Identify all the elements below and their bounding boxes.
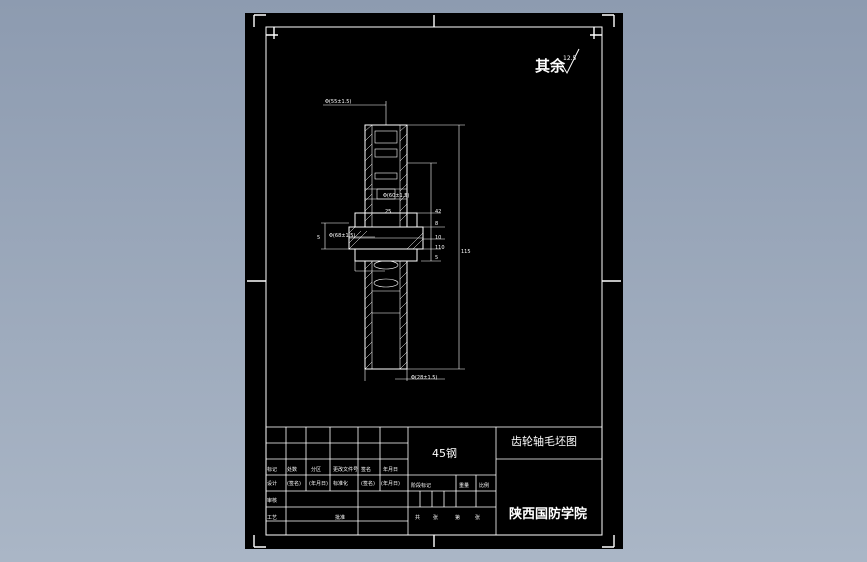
svg-text:处数: 处数	[287, 466, 297, 473]
svg-text:工艺: 工艺	[267, 515, 277, 521]
dim-bottom-diameter: Φ(28±1.5)	[411, 375, 437, 381]
svg-text:重量: 重量	[459, 482, 469, 489]
dim-top-diameter: Φ(55±1.5)	[325, 99, 351, 105]
svg-text:(年月日): (年月日)	[381, 480, 400, 487]
svg-text:(签名): (签名)	[361, 480, 375, 487]
dim-small-a: 25	[385, 209, 391, 215]
shaft-part	[348, 124, 424, 370]
svg-text:批准: 批准	[335, 514, 345, 521]
material-label: 45钢	[432, 447, 457, 460]
title-block	[265, 426, 603, 536]
dimension-lines	[321, 101, 465, 381]
svg-text:第: 第	[455, 514, 460, 521]
dim-left-diameter: Φ(68±1.5)	[329, 233, 355, 239]
dim-small-b: 42	[435, 209, 441, 215]
drawing-sheet: 其余 12.5	[245, 13, 623, 549]
svg-text:(年月日): (年月日)	[309, 480, 328, 487]
dim-small-d: 115	[461, 249, 471, 255]
svg-text:张: 张	[475, 514, 480, 521]
dim-mid-diameter: Φ(60±1.5)	[383, 193, 409, 199]
svg-text:审核: 审核	[267, 497, 277, 504]
svg-text:签名: 签名	[361, 466, 371, 473]
roughness-note: 其余	[535, 57, 566, 75]
svg-text:更改文件号: 更改文件号	[333, 466, 358, 473]
dim-small-g: 10	[435, 235, 441, 241]
dim-left-small: 5	[317, 235, 320, 241]
roughness-symbol	[560, 48, 580, 75]
svg-text:(签名): (签名)	[287, 480, 301, 487]
svg-text:共: 共	[415, 514, 420, 521]
drawing-canvas: 其余 12.5	[247, 14, 621, 548]
svg-text:年月日: 年月日	[383, 466, 398, 473]
svg-text:比例: 比例	[479, 482, 489, 489]
svg-text:分区: 分区	[311, 466, 321, 473]
title-block-labels: 标记 处数 分区 更改文件号 签名 年月日 设计 (签名) (年月日) 标准化 …	[267, 466, 489, 521]
svg-text:标准化: 标准化	[333, 480, 348, 487]
school-name: 陕西国防学院	[509, 506, 587, 522]
drawing-title: 齿轮轴毛坯图	[511, 434, 577, 448]
svg-text:标记: 标记	[267, 466, 277, 473]
dim-small-e: 5	[435, 255, 438, 261]
svg-text:设计: 设计	[267, 480, 277, 487]
dim-small-f: 8	[435, 221, 438, 227]
svg-text:张: 张	[433, 514, 438, 521]
svg-text:阶段标记: 阶段标记	[411, 482, 431, 489]
roughness-value: 12.5	[563, 55, 577, 62]
dim-small-c: 110	[435, 245, 445, 251]
corner-marks	[247, 14, 621, 548]
